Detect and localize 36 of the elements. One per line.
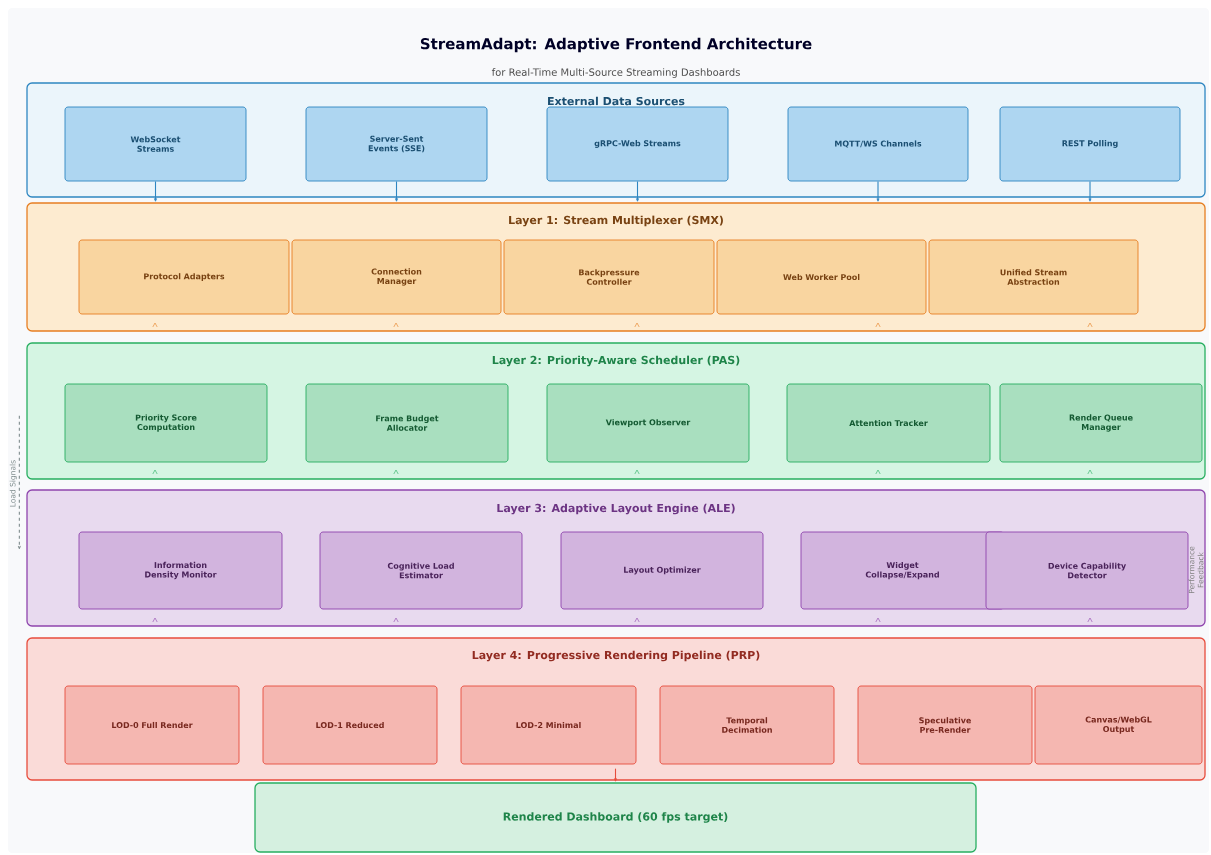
component-box: Information Density Monitor	[78, 531, 283, 610]
arrow	[876, 180, 880, 202]
component-box: WebSocket Streams	[64, 106, 247, 182]
arrow	[395, 180, 398, 202]
component-box: LOD-1 Reduced	[262, 685, 438, 765]
component-box: REST Polling	[999, 106, 1181, 182]
component-box: MQTT/WS Channels	[787, 106, 969, 182]
component-box: Temporal Decimation	[659, 685, 835, 765]
component-box: Render Queue Manager	[999, 383, 1203, 463]
arrow	[1088, 180, 1092, 202]
component-box: Speculative Pre-Render	[857, 685, 1033, 765]
component-box: Web Worker Pool	[716, 239, 927, 315]
component-box: Frame Budget Allocator	[305, 383, 509, 463]
component-box: Backpressure Controller	[503, 239, 715, 315]
component-box: Layout Optimizer	[560, 531, 764, 610]
component-box: Protocol Adapters	[78, 239, 290, 315]
arrow	[614, 768, 617, 782]
component-box: gRPC-Web Streams	[546, 106, 729, 182]
component-box: Server-Sent Events (SSE)	[305, 106, 488, 182]
component-box: Cognitive Load Estimator	[319, 531, 523, 610]
component-box: Canvas/WebGL Output	[1034, 685, 1203, 765]
title: StreamAdapt: Adaptive Frontend Architecture	[420, 37, 812, 53]
component-box: Device Capability Detector	[985, 531, 1189, 610]
component-box: Priority Score Computation	[64, 383, 268, 463]
component-box: LOD-0 Full Render	[64, 685, 240, 765]
output-box: Rendered Dashboard (60 fps target)	[254, 782, 977, 853]
component-box: Connection Manager	[291, 239, 502, 315]
component-box: Viewport Observer	[546, 383, 750, 463]
component-box: Attention Tracker	[786, 383, 991, 463]
component-box: Widget Collapse/Expand	[800, 531, 1005, 610]
subtitle: for Real-Time Multi-Source Streaming Dashboards	[491, 68, 740, 78]
arrow	[154, 180, 157, 202]
component-box: Unified Stream Abstraction	[928, 239, 1139, 315]
component-box: LOD-2 Minimal	[460, 685, 637, 765]
arrow	[636, 180, 639, 202]
arrow	[17, 415, 21, 550]
